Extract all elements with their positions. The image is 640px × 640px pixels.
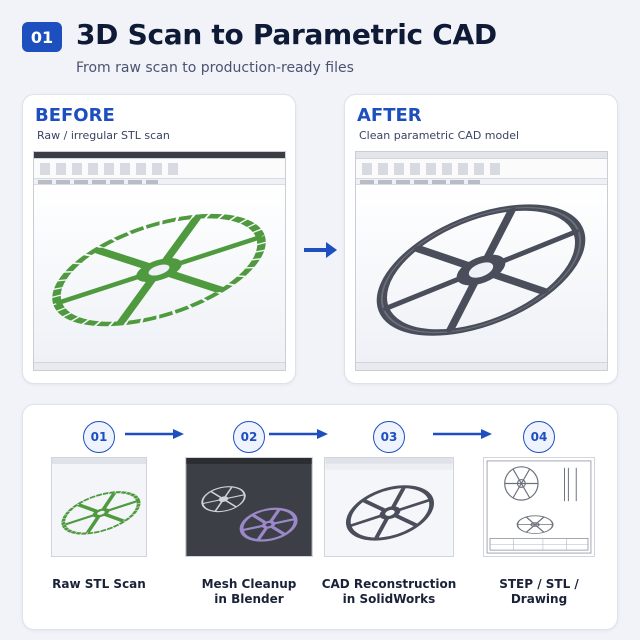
step-number-badge: 04 [523,421,555,453]
mesh-cleanup-thumbnail [185,457,313,557]
page-subtitle: From raw scan to production-ready files [76,60,354,76]
step-number-badge: 02 [233,421,265,453]
before-viewport[interactable] [34,185,285,362]
after-viewport[interactable] [356,185,607,362]
step-label-line1: STEP / STL / Drawing [499,577,579,606]
window-titlebar [356,152,607,159]
cad-reconstruction-thumbnail [324,457,454,557]
window-titlebar [34,152,285,159]
spoked-wheel-icon [52,213,266,327]
step-label: Raw STL Scan [29,577,169,592]
before-cad-window [33,151,286,371]
step-number-badge: 01 [83,421,115,453]
after-cad-window [355,151,608,371]
status-bar [34,362,285,370]
step-number-badge: 03 [373,421,405,453]
raw-scan-thumbnail [51,457,147,557]
step-label: Mesh Cleanup in Blender [179,577,319,607]
workflow-step-cad-reconstruction: 03 CAD Reconstruction [319,421,459,621]
arrow-right-icon [269,429,328,439]
spoked-wheel-icon [52,458,146,556]
workflow-panel: 01 Raw STL Scan [22,404,618,630]
workflow-step-mesh-cleanup: 02 [179,421,319,621]
workflow-step-export: 04 [469,421,609,621]
workflow-step-raw-scan: 01 Raw STL Scan [29,421,169,621]
arrow-right-icon [125,429,184,439]
status-bar [356,362,607,370]
toolbar-ribbon [34,159,285,179]
step-badge: 01 [22,22,62,52]
spoked-wheel-icon [325,458,453,556]
drawing-thumbnail [483,457,595,557]
spoked-wheel-icon [186,458,312,556]
arrow-right-icon [433,429,492,439]
page-title: 3D Scan to Parametric CAD [76,18,497,51]
step-label-line2: in SolidWorks [342,592,436,606]
step-label: CAD Reconstruction in SolidWorks [319,577,459,607]
technical-drawing-icon [484,458,594,556]
tab-strip [356,179,607,185]
step-label-line1: CAD Reconstruction [321,577,457,591]
step-label-line1: Mesh Cleanup [201,577,297,591]
before-title: BEFORE [35,105,115,126]
spoked-wheel-icon [376,204,586,336]
after-panel: AFTER Clean parametric CAD model [344,94,618,384]
tab-strip [34,179,285,185]
toolbar-ribbon [356,159,607,179]
step-label-line1: Raw STL Scan [52,577,146,591]
before-subtitle: Raw / irregular STL scan [37,129,170,142]
step-label-line2: in Blender [214,592,284,606]
after-subtitle: Clean parametric CAD model [359,129,520,142]
step-label: STEP / STL / Drawing [469,577,609,607]
arrow-right-icon [304,242,337,258]
before-panel: BEFORE Raw / irregular STL scan [22,94,296,384]
header: 01 3D Scan to Parametric CAD From raw sc… [22,18,622,84]
after-title: AFTER [357,105,422,126]
